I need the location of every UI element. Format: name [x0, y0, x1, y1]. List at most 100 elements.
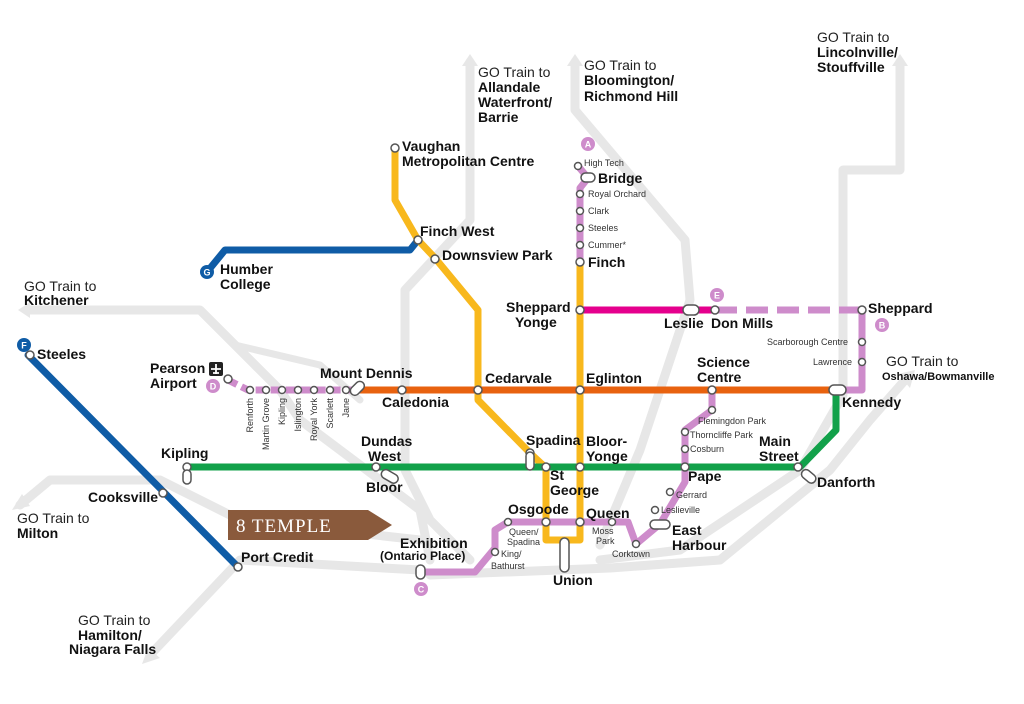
- station-cummer[interactable]: [575, 240, 585, 250]
- label-science-centre-2: Centre: [697, 369, 742, 385]
- station-cosburn[interactable]: [680, 444, 690, 454]
- station-gerrard[interactable]: [665, 487, 675, 497]
- label-bridge: Bridge: [598, 170, 643, 186]
- svg-text:D: D: [210, 382, 217, 392]
- station-sheppard-yonge[interactable]: [575, 305, 585, 315]
- station-steeles-n[interactable]: [575, 223, 585, 233]
- station-exhibition[interactable]: [415, 564, 426, 580]
- station-markers: [25, 143, 867, 580]
- station-osgoode[interactable]: [541, 517, 551, 527]
- station-eglinton[interactable]: [575, 385, 585, 395]
- station-crosstown-3[interactable]: [277, 385, 287, 395]
- station-danforth-go[interactable]: [800, 468, 818, 485]
- go-kitchener-dest: Kitchener: [24, 292, 89, 308]
- station-bridge[interactable]: [580, 172, 596, 183]
- station-pearson[interactable]: [223, 374, 233, 384]
- station-pape[interactable]: [680, 462, 690, 472]
- station-spadina-int[interactable]: [525, 451, 535, 471]
- station-bloor-yonge[interactable]: [575, 462, 585, 472]
- label-islington: Islington: [293, 398, 303, 432]
- label-caledonia: Caledonia: [382, 394, 449, 410]
- station-leslie[interactable]: [682, 304, 700, 316]
- go-train-labels: GO Train to Kitchener GO Train to Milton…: [17, 29, 994, 657]
- label-cummer: Cummer*: [588, 240, 627, 250]
- go-arrow-kitchener: [18, 302, 30, 318]
- station-caledonia[interactable]: [397, 385, 407, 395]
- station-science-centre[interactable]: [707, 385, 717, 395]
- label-leslie: Leslie: [664, 315, 704, 331]
- promo-marker[interactable]: 8 TEMPLE: [228, 510, 392, 540]
- station-high-tech[interactable]: [573, 161, 583, 171]
- label-dundas-west-1: Dundas: [361, 433, 413, 449]
- label-eglinton: Eglinton: [586, 370, 642, 386]
- label-bloor: Bloor: [366, 479, 403, 495]
- station-port-credit[interactable]: [233, 562, 243, 572]
- station-union[interactable]: [559, 537, 570, 573]
- label-vaughan-1: Vaughan: [402, 138, 460, 154]
- station-dundas-west[interactable]: [371, 462, 381, 472]
- station-kennedy[interactable]: [828, 384, 847, 396]
- station-crosstown-4[interactable]: [293, 385, 303, 395]
- station-queen-spadina[interactable]: [503, 517, 513, 527]
- station-crosstown-5[interactable]: [309, 385, 319, 395]
- station-vaughan[interactable]: [390, 143, 400, 153]
- go-hamilton-dest1: Hamilton/: [78, 627, 142, 643]
- go-hamilton-dest2: Niagara Falls: [69, 641, 156, 657]
- label-main-street-1: Main: [759, 433, 791, 449]
- go-hamilton-prefix: GO Train to: [78, 612, 151, 628]
- label-scarlett: Scarlett: [325, 398, 335, 429]
- label-queen-spadina-1: Queen/: [509, 527, 539, 537]
- label-martin-grove: Martin Grove: [261, 398, 271, 450]
- go-line-richmond-hill: [570, 57, 695, 550]
- station-clark[interactable]: [575, 206, 585, 216]
- station-east-harbour[interactable]: [649, 519, 671, 530]
- station-cedarvale[interactable]: [473, 385, 483, 395]
- airplane-icon: [209, 362, 223, 376]
- station-crosstown-6[interactable]: [325, 385, 335, 395]
- station-cooksville[interactable]: [158, 488, 168, 498]
- station-st-george[interactable]: [541, 462, 551, 472]
- station-bloor-go[interactable]: [380, 468, 400, 485]
- label-bloor-yonge-1: Bloor-: [586, 433, 628, 449]
- badge-c-icon: [414, 582, 428, 596]
- station-kipling-go[interactable]: [182, 469, 192, 485]
- station-royal-orchard[interactable]: [575, 189, 585, 199]
- label-cosburn: Cosburn: [690, 444, 724, 454]
- station-crosstown-2[interactable]: [261, 385, 271, 395]
- station-crosstown-1[interactable]: [245, 385, 255, 395]
- station-mount-dennis[interactable]: [349, 380, 367, 398]
- station-don-mills[interactable]: [710, 305, 720, 315]
- station-lawrence[interactable]: [857, 357, 867, 367]
- go-arrow-milton: [12, 494, 30, 510]
- label-leslieville: Leslieville: [661, 505, 700, 515]
- station-finch[interactable]: [575, 257, 585, 267]
- station-queen[interactable]: [575, 517, 585, 527]
- station-corktown[interactable]: [631, 539, 641, 549]
- station-steeles-w[interactable]: [25, 350, 35, 360]
- station-labels: Vaughan Metropolitan Centre Finch West D…: [37, 138, 933, 588]
- label-main-street-2: Street: [759, 448, 799, 464]
- station-scarborough-centre[interactable]: [857, 337, 867, 347]
- go-stouffville-prefix: GO Train to: [817, 29, 890, 45]
- go-milton-dest: Milton: [17, 525, 58, 541]
- label-king-bathurst-1: King/: [501, 549, 522, 559]
- go-arrow-richmond-hill: [567, 54, 583, 66]
- badge-d-icon: [206, 379, 220, 393]
- label-exhibition-2: (Ontario Place): [380, 549, 465, 563]
- station-moss-park[interactable]: [607, 517, 617, 527]
- station-king-bathurst[interactable]: [490, 547, 500, 557]
- label-queen-spadina-2: Spadina: [507, 537, 540, 547]
- station-sheppard-e[interactable]: [857, 305, 867, 315]
- station-finch-west[interactable]: [413, 235, 423, 245]
- station-main-street[interactable]: [793, 462, 803, 472]
- station-downsview[interactable]: [430, 254, 440, 264]
- station-thorncliffe[interactable]: [680, 427, 690, 437]
- label-sheppard-yonge-1: Sheppard: [506, 299, 571, 315]
- label-kipling: Kipling: [161, 445, 208, 461]
- station-leslieville[interactable]: [650, 505, 660, 515]
- station-crosstown-7[interactable]: [341, 385, 351, 395]
- badge-e-icon: [710, 288, 724, 302]
- label-thorncliffe: Thorncliffe Park: [690, 430, 753, 440]
- label-exhibition-1: Exhibition: [400, 535, 468, 551]
- station-flemingdon[interactable]: [707, 405, 717, 415]
